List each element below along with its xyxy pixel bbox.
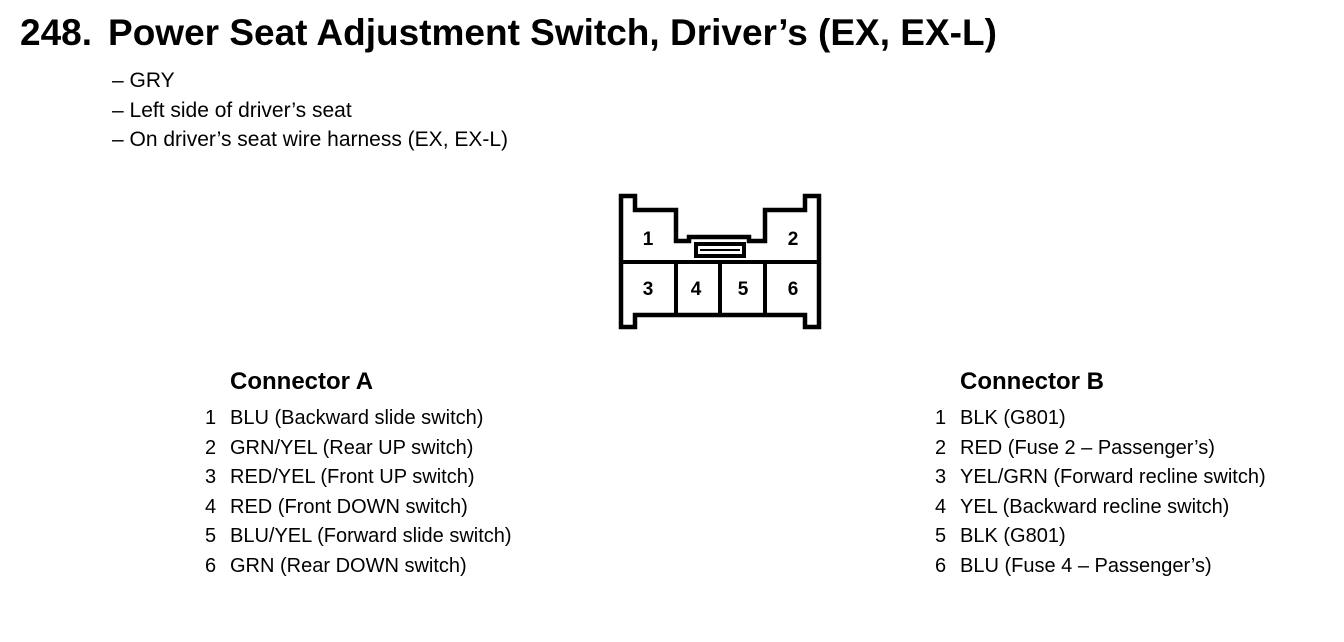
pin-number: 1 <box>205 407 217 429</box>
note-color: – GRY <box>112 69 175 92</box>
connector-b-row: 6 BLU (Fuse 4 – Passenger’s) <box>935 552 1266 582</box>
pin-label-5: 5 <box>738 279 749 300</box>
wire-description: RED/YEL (Front UP switch) <box>230 466 475 489</box>
wire-description: RED (Front DOWN switch) <box>230 495 468 518</box>
note-harness: – On driver’s seat wire harness (EX, EX-… <box>112 128 509 151</box>
wire-description: YEL/GRN (Forward recline switch) <box>960 466 1266 489</box>
wire-description: GRN (Rear DOWN switch) <box>230 554 467 577</box>
wire-description: BLU (Fuse 4 – Passenger’s) <box>960 554 1212 577</box>
pin-label-1: 1 <box>643 229 654 250</box>
pin-label-6: 6 <box>788 279 799 300</box>
connector-a-row: 4 RED (Front DOWN switch) <box>205 493 512 523</box>
notes-list: – GRY – Left side of driver’s seat – On … <box>112 66 508 155</box>
wire-description: GRN/YEL (Rear UP switch) <box>230 436 474 459</box>
pin-number: 2 <box>935 436 947 459</box>
connector-b-row: 3 YEL/GRN (Forward recline switch) <box>935 463 1266 493</box>
wire-description: RED (Fuse 2 – Passenger’s) <box>960 436 1215 459</box>
connector-a-row: 2 GRN/YEL (Rear UP switch) <box>205 434 512 464</box>
connector-b-row: 4 YEL (Backward recline switch) <box>935 493 1266 523</box>
connector-housing-outline <box>618 193 822 330</box>
pin-number: 2 <box>205 436 217 459</box>
connector-a-section: Connector A 1 BLU (Backward slide switch… <box>205 368 512 582</box>
pin-number: 5 <box>205 525 217 548</box>
connector-a-row: 6 GRN (Rear DOWN switch) <box>205 552 512 582</box>
pin-number: 4 <box>205 495 217 518</box>
wire-description: BLU (Backward slide switch) <box>230 407 484 429</box>
pin-number: 3 <box>205 466 217 489</box>
wire-description: BLK (G801) <box>960 407 1066 429</box>
wire-description: YEL (Backward recline switch) <box>960 495 1230 518</box>
connector-a-row: 3 RED/YEL (Front UP switch) <box>205 463 512 493</box>
pin-number: 4 <box>935 495 947 518</box>
pin-label-4: 4 <box>691 279 702 300</box>
pin-number: 5 <box>935 525 947 548</box>
connector-a-heading: Connector A <box>230 368 374 395</box>
pin-label-3: 3 <box>643 279 654 300</box>
pin-number: 1 <box>935 407 947 429</box>
connector-b-row: 5 BLK (G801) <box>935 522 1266 552</box>
connector-b-heading: Connector B <box>960 368 1104 395</box>
connector-a-row: 1 BLU (Backward slide switch) <box>205 404 512 434</box>
pin-number: 3 <box>935 466 947 489</box>
connector-face-diagram: 1 2 3 4 5 6 <box>618 193 823 330</box>
connector-face-svg: 1 2 3 4 5 6 <box>618 193 822 330</box>
connector-b-section: Connector B 1 BLK (G801) 2 RED (Fuse 2 –… <box>935 368 1266 582</box>
connector-b-row: 1 BLK (G801) <box>935 404 1266 434</box>
title-number: 248. <box>20 12 93 53</box>
pin-number: 6 <box>205 554 217 577</box>
connector-a-row: 5 BLU/YEL (Forward slide switch) <box>205 522 512 552</box>
pin-number: 6 <box>935 554 947 577</box>
pin-label-2: 2 <box>788 229 799 250</box>
connector-b-row: 2 RED (Fuse 2 – Passenger’s) <box>935 434 1266 464</box>
page-title: 248. Power Seat Adjustment Switch, Driver… <box>20 12 997 54</box>
title-text: Power Seat Adjustment Switch, Driver’s (… <box>108 12 997 53</box>
wire-description: BLU/YEL (Forward slide switch) <box>230 525 512 548</box>
wire-description: BLK (G801) <box>960 525 1066 548</box>
note-location: – Left side of driver’s seat <box>112 98 352 122</box>
